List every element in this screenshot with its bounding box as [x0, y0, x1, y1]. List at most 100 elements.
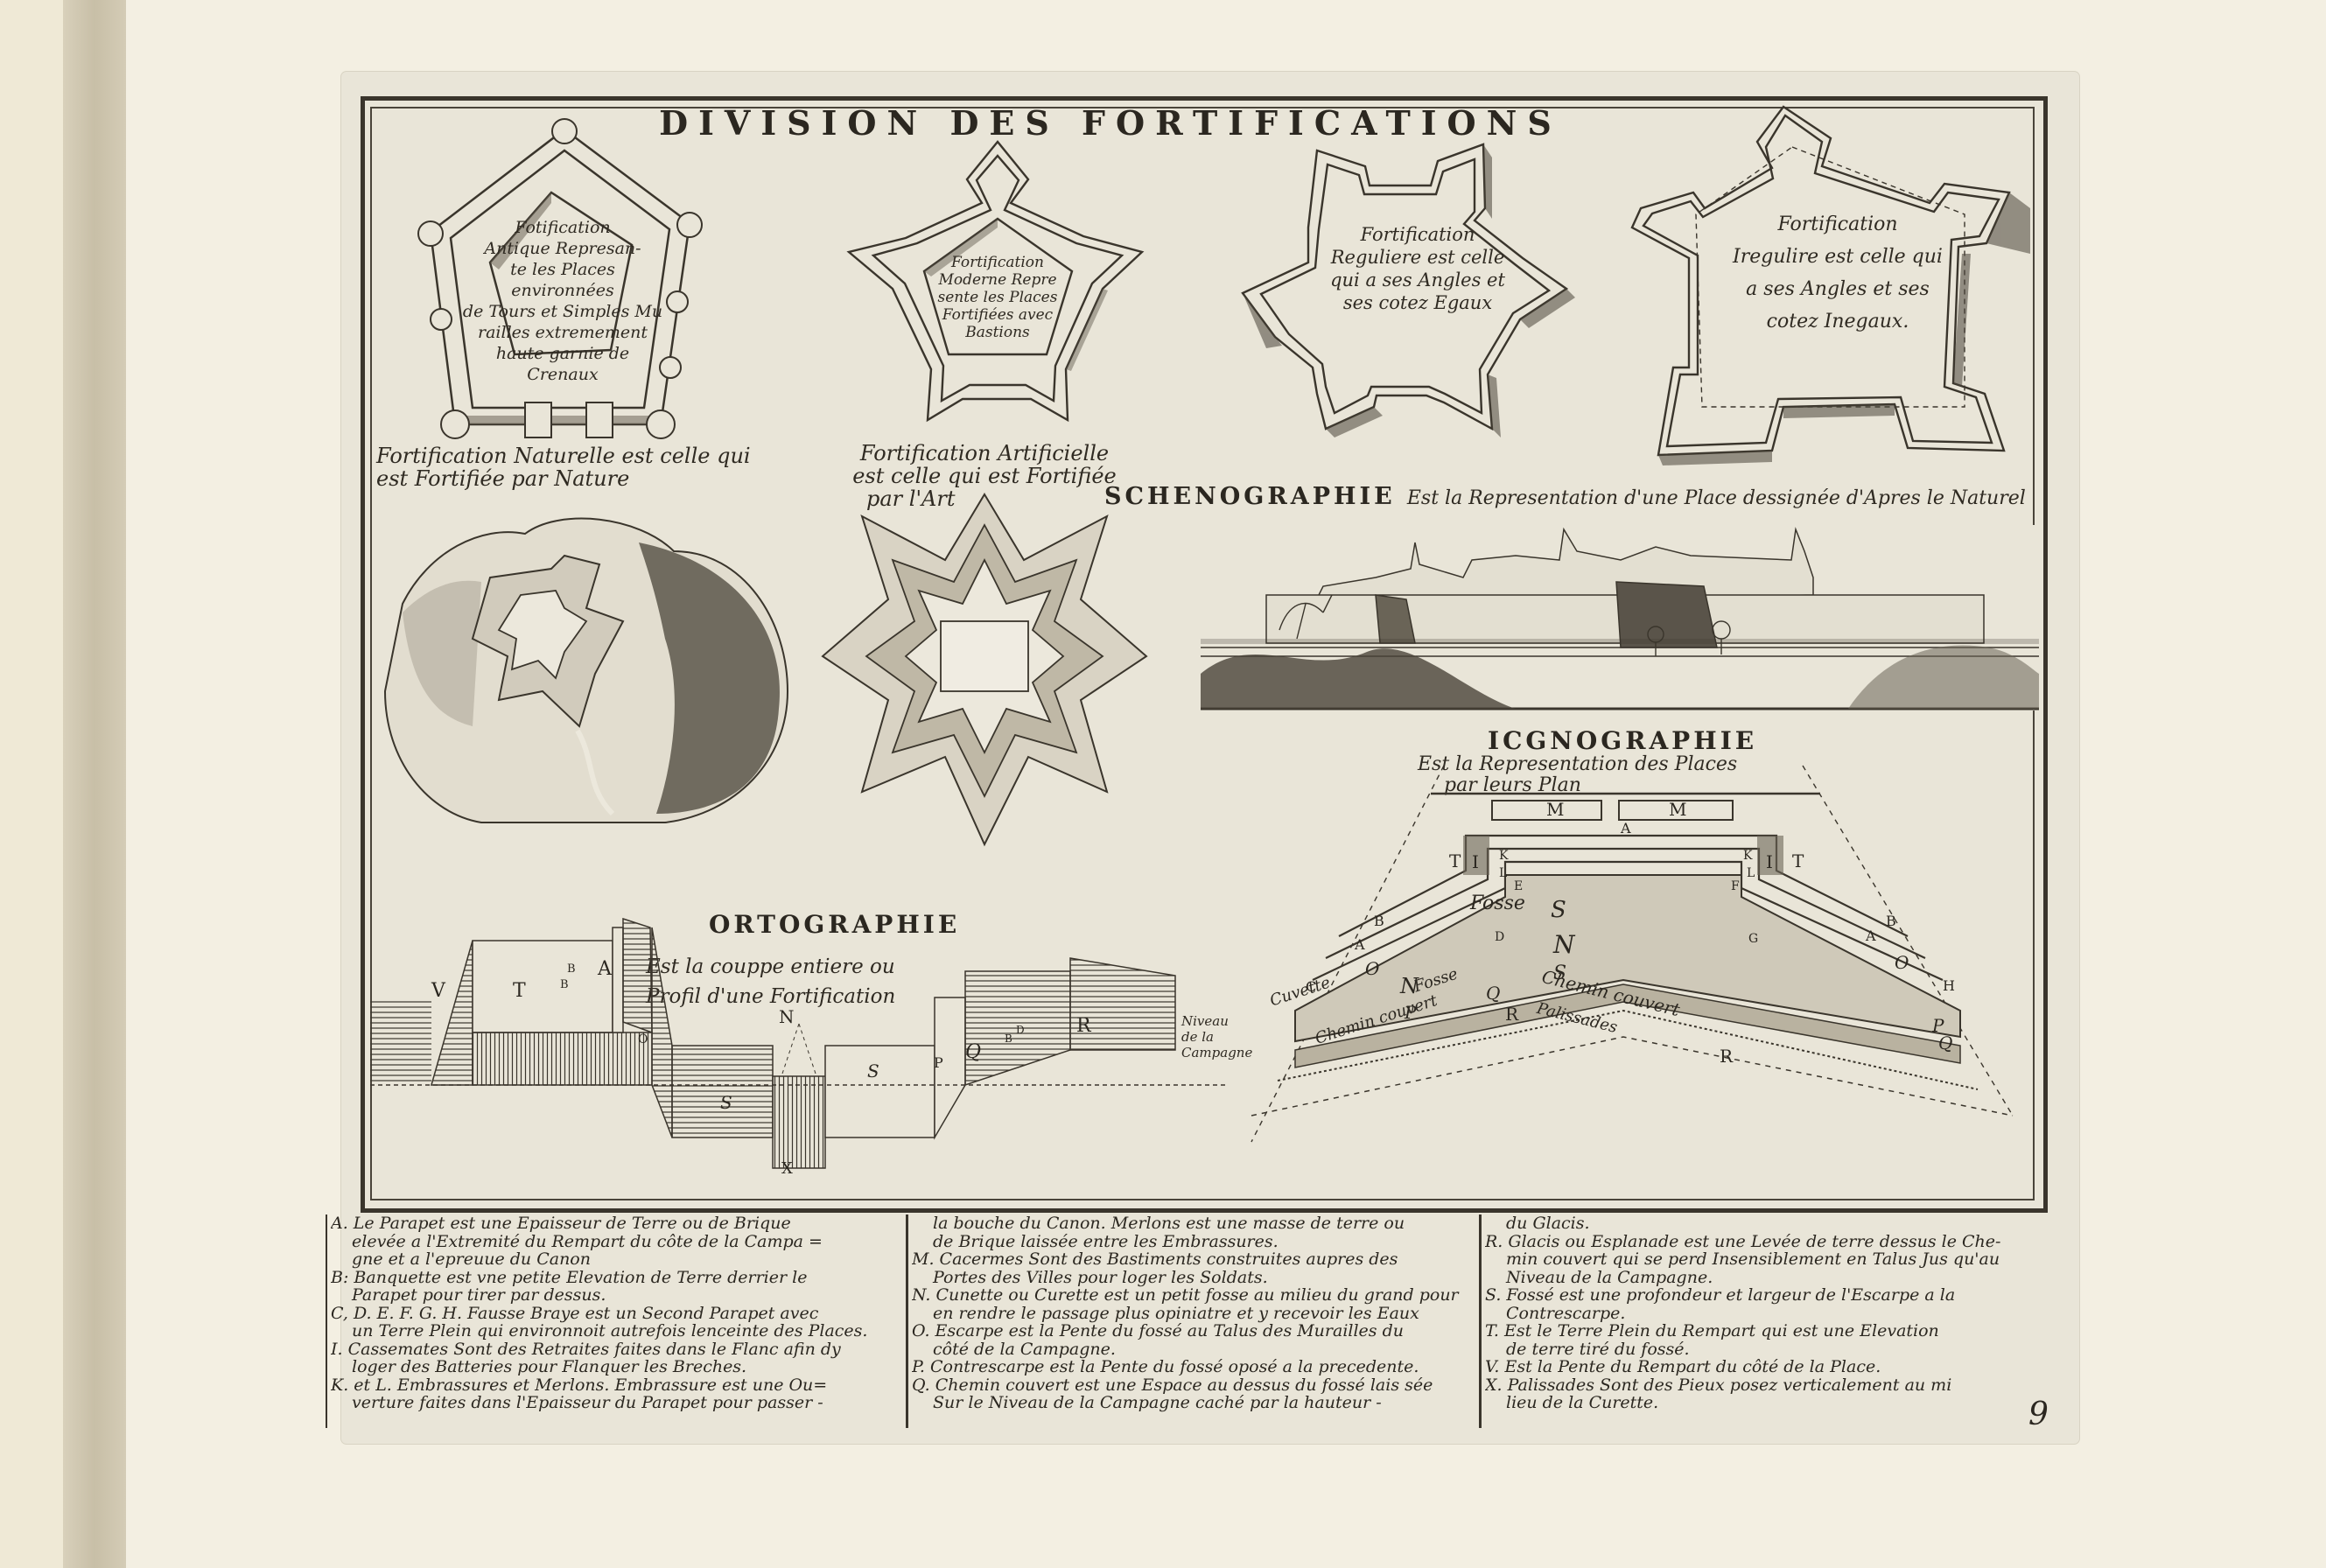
star-fort-icon: [821, 493, 1148, 847]
caption-line: par l'Art: [866, 486, 956, 511]
plate-title: DIVISION DES FORTIFICATIONS: [0, 103, 2326, 143]
legend: A. Le Parapet est une Epaisseur de Terre…: [326, 1214, 2076, 1435]
legend-entry-cont: elevée a l'Extremité du Rempart du côte …: [352, 1231, 823, 1251]
profile-label-d: D: [1016, 1024, 1025, 1036]
figure-icnographie-plan: M M A T T I I K K L L E F D G C H B A B …: [1243, 748, 2030, 1151]
plate-outer-border: [361, 96, 2048, 1213]
reguliere-label-line: qui a ses Angles et: [1330, 270, 1505, 290]
legend-entry-cont: de terre tiré du fossé.: [1506, 1339, 1690, 1359]
plan-label-m: M: [1669, 799, 1687, 820]
legend-entry-cont: en rendre le passage plus opiniatre et y…: [933, 1303, 1419, 1323]
figure-star-fort-artificial: [818, 490, 1151, 849]
antique-label-line: railles extremement: [478, 323, 648, 342]
figure-fortification-moderne: Fortification Moderne Repre sente les Pl…: [840, 140, 1155, 438]
plan-label-a: A: [1866, 928, 1876, 944]
plan-label-l: L: [1747, 866, 1755, 880]
figure-ortographie-profile: V T B B A O N S S P Q B D R X Niveau de …: [370, 910, 1252, 1178]
legend-entry-cont: Portes des Villes pour loger les Soldats…: [933, 1267, 1268, 1287]
plan-label-r: R: [1720, 1046, 1734, 1067]
plan-label-s: S: [1553, 962, 1567, 984]
town-panorama-icon: [1201, 525, 2039, 710]
niveau-campagne-label: Niveau de la Campagne: [1181, 1013, 1252, 1060]
moderne-label-line: Fortifiées avec: [942, 306, 1054, 324]
antique-label-line: haute garnie de: [495, 344, 630, 363]
plan-label-f: F: [1731, 879, 1740, 893]
plan-label-m: M: [1546, 799, 1565, 820]
ortographie-subtitle-line: Profil d'une Fortification: [646, 985, 896, 1008]
plan-label-i: I: [1472, 851, 1479, 872]
plan-label-a: A: [1355, 936, 1365, 953]
legend-entry-i: I. Cassemates Sont des Retraites faites …: [331, 1339, 841, 1359]
ortographie-subtitle-line: Est la couppe entiere ou: [646, 956, 895, 978]
plan-label-p: P: [1405, 1002, 1417, 1023]
caption-naturelle: Fortification Naturelle est celle qui es…: [376, 444, 751, 490]
legend-entry-cont: la bouche du Canon. Merlons est une mass…: [933, 1214, 1405, 1233]
legend-entry-n: N. Cunette ou Curette est un petit fosse…: [912, 1285, 1459, 1305]
plan-label-s: S: [1551, 897, 1566, 923]
five-bastion-fort-icon: [846, 140, 1145, 423]
reguliere-label-line: ses cotez Egaux: [1342, 292, 1493, 313]
plan-label-t: T: [1449, 850, 1461, 872]
reguliere-label: Fortification Reguliere est celle qui a …: [1321, 223, 1514, 314]
legend-divider: [1479, 1214, 1482, 1428]
profile-label-s: S: [720, 1092, 732, 1113]
legend-entry-q: Q. Chemin couvert est une Espace au dess…: [912, 1375, 1433, 1395]
rock-fortress-icon: [383, 517, 789, 823]
legend-entry-t: T. Est le Terre Plein du Rempart qui est…: [1485, 1321, 1939, 1340]
moderne-label-line: Fortification: [951, 254, 1044, 271]
plan-label-b: B: [1374, 913, 1384, 929]
legend-entry-v: V. Est la Pente du Rempart du côté de la…: [1485, 1357, 1881, 1376]
legend-entry-cont: du Glacis.: [1506, 1214, 1590, 1233]
antique-label-line: Crenaux: [527, 365, 599, 384]
legend-entry-r: R. Glacis ou Esplanade est une Levée de …: [1485, 1231, 2001, 1251]
legend-entry-c-h: C, D. E. F. G. H. Fausse Braye est un Se…: [331, 1303, 819, 1323]
legend-entry-cont: un Terre Plein qui environnoit autrefois…: [352, 1321, 868, 1340]
plan-label-t: T: [1792, 850, 1804, 872]
profile-label-o: O: [638, 1032, 648, 1046]
legend-entry-cont: de Brique laissée entre les Embrassures.: [933, 1231, 1279, 1251]
figure-schenographie-view: [1201, 525, 2039, 710]
pentagon-tower-fort-icon: [417, 118, 703, 439]
icnographie-subtitle-line: Est la Representation des Places: [1418, 753, 1738, 775]
legend-entry-cont: Sur le Niveau de la Campagne caché par l…: [933, 1393, 1382, 1412]
niveau-line: de la: [1181, 1029, 1214, 1045]
legend-entry-b: B: Banquette est vne petite Elevation de…: [331, 1267, 808, 1287]
legend-entry-m: M. Cacermes Sont des Bastiments construi…: [912, 1250, 1398, 1269]
legend-entry-p: P. Contrescarpe est la Pente du fossé op…: [912, 1357, 1419, 1376]
profile-label-b: B: [560, 978, 569, 991]
caption-line: est celle qui est Fortifiée: [852, 464, 1117, 488]
irreguliere-label-line: Iregulire est celle qui: [1733, 246, 1943, 268]
profile-label-b: B: [1005, 1032, 1012, 1045]
plan-label-d: D: [1495, 930, 1505, 944]
caption-artificielle: Fortification Artificielle est celle qui…: [840, 442, 1129, 510]
icnographie-heading: ICGNOGRAPHIE: [1488, 726, 1758, 755]
page-gutter: [0, 0, 63, 1568]
profile-label-r: R: [1076, 1015, 1091, 1037]
plan-label-b: B: [1886, 913, 1896, 929]
caption-line: est Fortifiée par Nature: [376, 466, 630, 491]
plan-label-p: P: [1932, 1015, 1944, 1036]
profile-label-n: N: [779, 1006, 795, 1027]
figure-natural-rock-fort: [376, 499, 796, 831]
profile-label-p: P: [934, 1054, 943, 1071]
plate-title-text: DIVISION DES FORTIFICATIONS: [659, 103, 1562, 143]
icnographie-subtitle-line: par leurs Plan: [1444, 774, 1581, 796]
book-spine-shadow: [63, 0, 126, 1568]
plan-label-n: N: [1553, 930, 1575, 959]
plan-label-c: C: [1306, 978, 1317, 995]
icnographie-heading-wrap: ICGNOGRAPHIE: [1488, 726, 1757, 755]
irreguliere-label-line: Fortification: [1777, 214, 1898, 235]
plan-label-h: H: [1943, 977, 1955, 994]
figure-fortification-reguliere: Fortification Reguliere est celle qui a …: [1238, 140, 1588, 455]
niveau-line: Niveau: [1181, 1013, 1229, 1029]
plan-label-q: Q: [1938, 1032, 1953, 1054]
legend-entry-cont: loger des Batteries pour Flanquer les Br…: [352, 1357, 747, 1376]
legend-entry-x: X. Palissades Sont des Pieux posez verti…: [1485, 1375, 1952, 1395]
plan-label-o: O: [1365, 958, 1380, 979]
legend-entry-s: S. Fossé est une profondeur et largeur d…: [1485, 1285, 1956, 1305]
legend-entry-k-l: K. et L. Embrassures et Merlons. Embrass…: [331, 1375, 828, 1395]
six-bastion-star-fort-icon: [1241, 143, 1575, 438]
caption-line: Fortification Naturelle est celle qui: [376, 444, 751, 468]
irreguliere-label: Fortification Iregulire est celle qui a …: [1698, 208, 1978, 338]
legend-entry-cont: Niveau de la Campagne.: [1506, 1267, 1713, 1287]
